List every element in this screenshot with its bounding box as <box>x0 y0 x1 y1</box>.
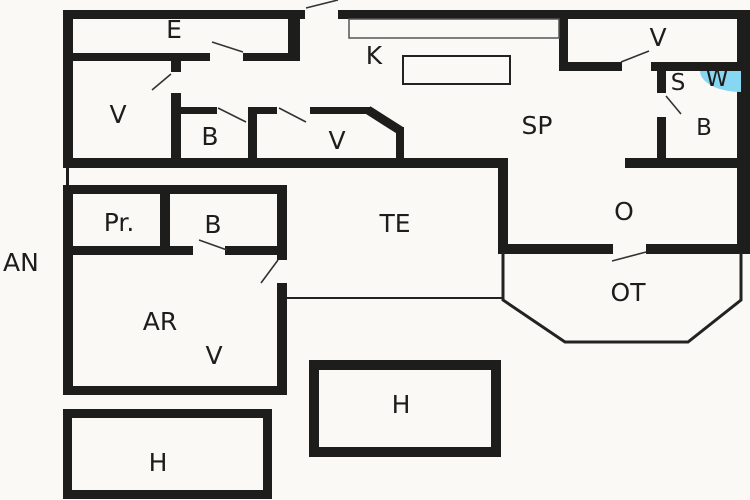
room-label-te: TE <box>378 209 410 238</box>
wall-o-left <box>498 162 508 254</box>
outbuilding-2-outline <box>309 360 501 457</box>
room-label-o: O <box>614 197 634 226</box>
wall-e-bottom-left <box>73 53 210 61</box>
annex-walls <box>63 166 287 395</box>
wall-v2-diagonal <box>365 106 404 135</box>
wall-sw-left-lower <box>657 117 666 168</box>
room-label-b3: B <box>204 210 221 239</box>
room-label-sp: SP <box>522 111 553 140</box>
room-label-b1: B <box>201 122 218 151</box>
annex-wall-mid-left <box>63 246 193 255</box>
room-labels: E V B V K SP V S W B O TE OT Pr. B AR V … <box>3 15 728 477</box>
wall-o-bottom-right <box>646 244 749 254</box>
wall-top-right-of-entrance <box>338 10 749 19</box>
wall-b1-v2-pier <box>250 107 277 114</box>
annex-wall-right-lower <box>277 283 287 395</box>
wall-top-left-of-entrance <box>63 10 305 19</box>
room-label-k: K <box>366 41 383 70</box>
door-swings <box>151 0 682 284</box>
door-swing-v2 <box>278 107 307 123</box>
room-label-pr: Pr. <box>104 208 135 237</box>
wall-o-bottom-left <box>498 244 613 254</box>
annex-wall-right-upper <box>277 185 287 260</box>
main-house-walls <box>63 10 750 254</box>
door-swing-ar <box>260 259 279 284</box>
wall-outer-left <box>63 10 73 168</box>
door-swing-ot <box>611 251 647 262</box>
room-label-v3: V <box>649 23 666 52</box>
door-swing-annex-b <box>198 239 228 251</box>
annex-wall-pr-b-divider <box>160 194 170 255</box>
wall-e-bottom-right <box>243 53 300 61</box>
annex-wall-bottom <box>63 386 287 395</box>
room-label-e: E <box>166 15 182 44</box>
annex-wall-mid-right <box>225 246 287 255</box>
room-label-h2: H <box>392 390 411 419</box>
wall-v2-top <box>310 107 370 114</box>
wall-b1-right <box>248 107 257 168</box>
door-swing-sw-b <box>665 95 682 115</box>
door-swing-entrance <box>305 0 339 9</box>
kitchen-island <box>402 55 511 85</box>
wall-v1-right-upper <box>171 55 181 72</box>
room-label-an: AN <box>3 248 39 277</box>
door-swing-e <box>211 41 244 53</box>
annex-wall-left <box>63 185 73 395</box>
wall-bottom-main-right <box>625 158 749 168</box>
wall-bottom-main-left <box>63 158 508 168</box>
door-swing-v3 <box>620 50 650 63</box>
room-label-ot: OT <box>611 278 647 307</box>
room-label-w: W <box>706 66 729 92</box>
wall-v1-right-lower <box>171 93 181 168</box>
room-label-v2: V <box>328 126 345 155</box>
room-label-s: S <box>671 70 686 96</box>
annex-connector-line <box>66 166 69 186</box>
wall-e-right <box>288 19 300 61</box>
wall-outer-right <box>737 10 750 254</box>
wall-v3-left <box>559 19 568 71</box>
room-label-b2: B <box>696 115 712 141</box>
room-label-ar: AR <box>143 307 177 336</box>
door-swing-b1 <box>217 107 247 123</box>
wall-b1-top <box>177 107 217 114</box>
outbuilding-1-outline <box>63 409 272 499</box>
wall-sw-top <box>651 62 749 71</box>
door-swing-v1 <box>151 73 172 91</box>
room-label-v1: V <box>109 100 126 129</box>
shower-corner-icon <box>700 71 741 92</box>
wall-v3-bottom-left <box>559 62 622 71</box>
room-label-h1: H <box>149 448 168 477</box>
annex-wall-top <box>63 185 287 194</box>
wall-sw-left-upper <box>657 71 666 93</box>
kitchen-counter <box>348 18 560 39</box>
wall-v2-right <box>396 127 404 168</box>
room-label-v4: V <box>205 341 222 370</box>
covered-terrace-outline <box>501 252 743 344</box>
